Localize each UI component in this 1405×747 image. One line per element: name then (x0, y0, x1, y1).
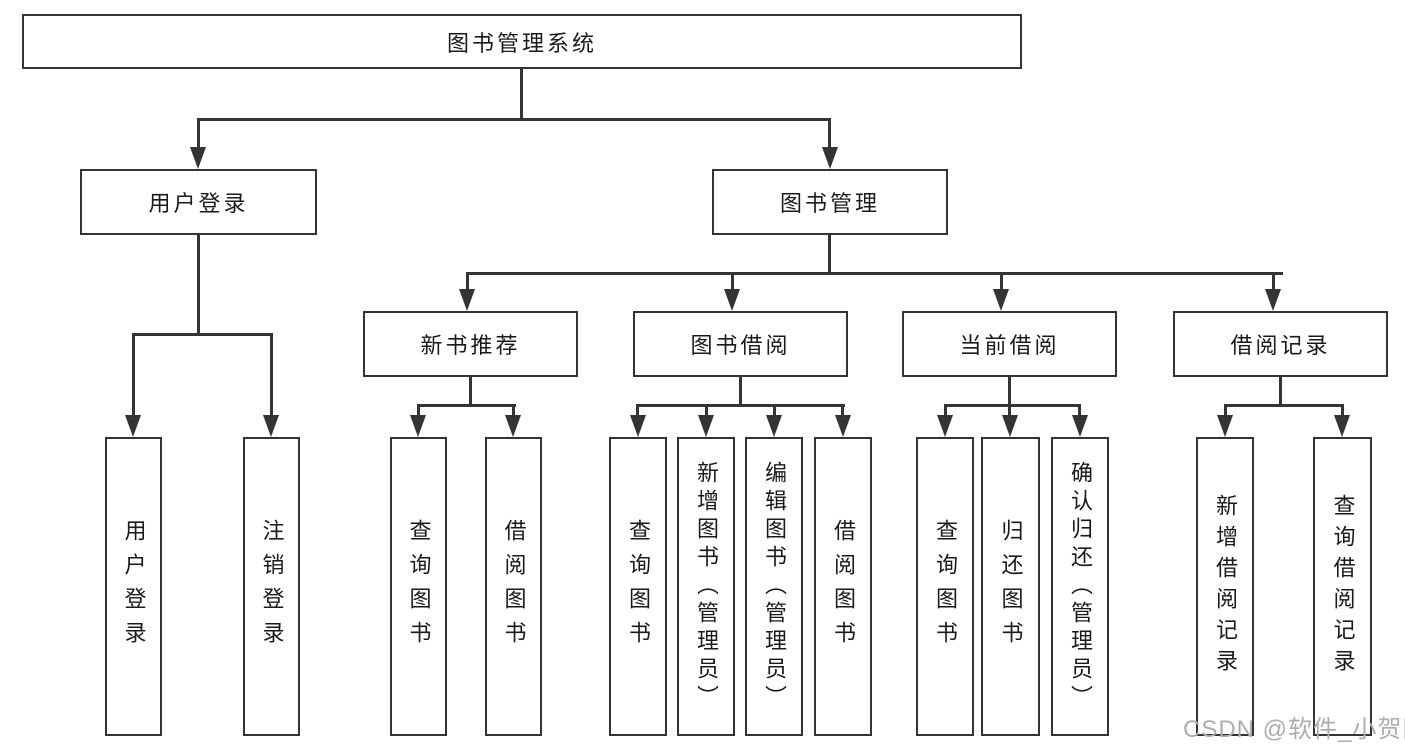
arrow-down-icon (993, 289, 1009, 311)
connector-line (1341, 404, 1344, 418)
arrow-down-icon (822, 147, 838, 169)
leaf-query-borrow-record: 查询借阅记录 (1313, 437, 1372, 736)
connector-line (270, 333, 273, 417)
connector-line (466, 272, 469, 292)
node-label: 图书管理 (779, 191, 880, 216)
arrow-down-icon (1072, 415, 1088, 437)
leaf-label: 查询图书 (406, 518, 432, 655)
node-new-book-recommendation: 新书推荐 (363, 311, 578, 377)
connector-line (197, 118, 831, 121)
arrow-down-icon (1002, 415, 1018, 437)
connector-line (417, 404, 420, 418)
node-current-borrowing: 当前借阅 (902, 311, 1117, 377)
leaf-label: 新增图书（管理员） (694, 460, 719, 713)
leaf-query-books-recommend: 查询图书 (390, 437, 447, 736)
arrow-down-icon (410, 415, 426, 437)
connector-line (1008, 377, 1011, 407)
leaf-logout: 注销登录 (243, 437, 300, 736)
leaf-confirm-return-admin: 确认归还（管理员） (1051, 437, 1109, 736)
node-label: 借阅记录 (1230, 333, 1331, 358)
node-book-borrowing: 图书借阅 (633, 311, 848, 377)
connector-line (731, 272, 734, 292)
arrow-down-icon (766, 415, 782, 437)
leaf-user-login: 用户登录 (105, 437, 162, 736)
leaf-borrow-books: 借阅图书 (814, 437, 872, 736)
leaf-return-books: 归还图书 (981, 437, 1040, 736)
leaf-label: 归还图书 (998, 518, 1024, 655)
leaf-label: 用户登录 (121, 518, 147, 655)
connector-line (197, 118, 200, 150)
node-library-management-system: 图书管理系统 (22, 14, 1022, 69)
arrow-down-icon (263, 415, 279, 437)
connector-line (1272, 272, 1275, 292)
leaf-query-books-borrowing: 查询图书 (609, 437, 667, 736)
leaf-label: 确认归还（管理员） (1068, 460, 1093, 713)
connector-line (469, 377, 472, 407)
connector-line (1224, 404, 1344, 407)
connector-line (466, 272, 1283, 275)
connector-line (705, 404, 708, 418)
arrow-down-icon (1334, 415, 1350, 437)
leaf-label: 查询图书 (933, 518, 958, 655)
leaf-label: 借阅图书 (831, 518, 856, 655)
leaf-label: 借阅图书 (501, 518, 527, 655)
connector-line (197, 235, 200, 335)
connector-line (944, 404, 1081, 407)
connector-line (512, 404, 515, 418)
csdn-watermark: CSDN @软件_小贺同学 (1183, 716, 1405, 743)
node-label: 新书推荐 (420, 333, 521, 358)
leaf-query-books-current: 查询图书 (916, 437, 974, 736)
leaf-add-borrow-record: 新增借阅记录 (1196, 437, 1254, 736)
node-label: 图书借阅 (690, 333, 791, 358)
connector-line (1078, 404, 1081, 418)
connector-line (773, 404, 776, 418)
leaf-label: 新增借阅记录 (1213, 493, 1238, 680)
leaf-edit-books-admin: 编辑图书（管理员） (745, 437, 803, 736)
arrow-down-icon (1217, 415, 1233, 437)
arrow-down-icon (630, 415, 646, 437)
connector-line (520, 69, 523, 120)
connector-line (828, 235, 831, 275)
arrow-down-icon (698, 415, 714, 437)
connector-line (1224, 404, 1227, 418)
arrow-down-icon (1265, 289, 1281, 311)
node-label: 当前借阅 (959, 333, 1060, 358)
arrow-down-icon (937, 415, 953, 437)
connector-line (828, 118, 831, 150)
connector-line (1279, 377, 1282, 407)
node-label: 图书管理系统 (446, 30, 597, 56)
arrow-down-icon (835, 415, 851, 437)
leaf-label: 查询图书 (626, 518, 651, 655)
arrow-down-icon (724, 289, 740, 311)
node-book-management: 图书管理 (712, 169, 948, 235)
connector-line (739, 377, 742, 407)
arrow-down-icon (459, 289, 475, 311)
leaf-add-books-admin: 新增图书（管理员） (677, 437, 735, 736)
connector-line (1008, 404, 1011, 418)
leaf-borrow-books-recommend: 借阅图书 (485, 437, 542, 736)
node-user-login: 用户登录 (80, 169, 317, 235)
leaf-label: 查询借阅记录 (1330, 493, 1356, 680)
connector-line (841, 404, 844, 418)
connector-line (636, 404, 845, 407)
connector-line (636, 404, 639, 418)
node-borrowing-records: 借阅记录 (1173, 311, 1388, 377)
leaf-label: 编辑图书（管理员） (762, 460, 787, 713)
connector-line (1000, 272, 1003, 292)
arrow-down-icon (505, 415, 521, 437)
arrow-down-icon (190, 147, 206, 169)
node-label: 用户登录 (148, 191, 249, 216)
arrow-down-icon (125, 415, 141, 437)
connector-line (132, 333, 135, 417)
connector-line (132, 333, 273, 336)
leaf-label: 注销登录 (259, 518, 285, 655)
connector-line (944, 404, 947, 418)
connector-line (417, 404, 516, 407)
